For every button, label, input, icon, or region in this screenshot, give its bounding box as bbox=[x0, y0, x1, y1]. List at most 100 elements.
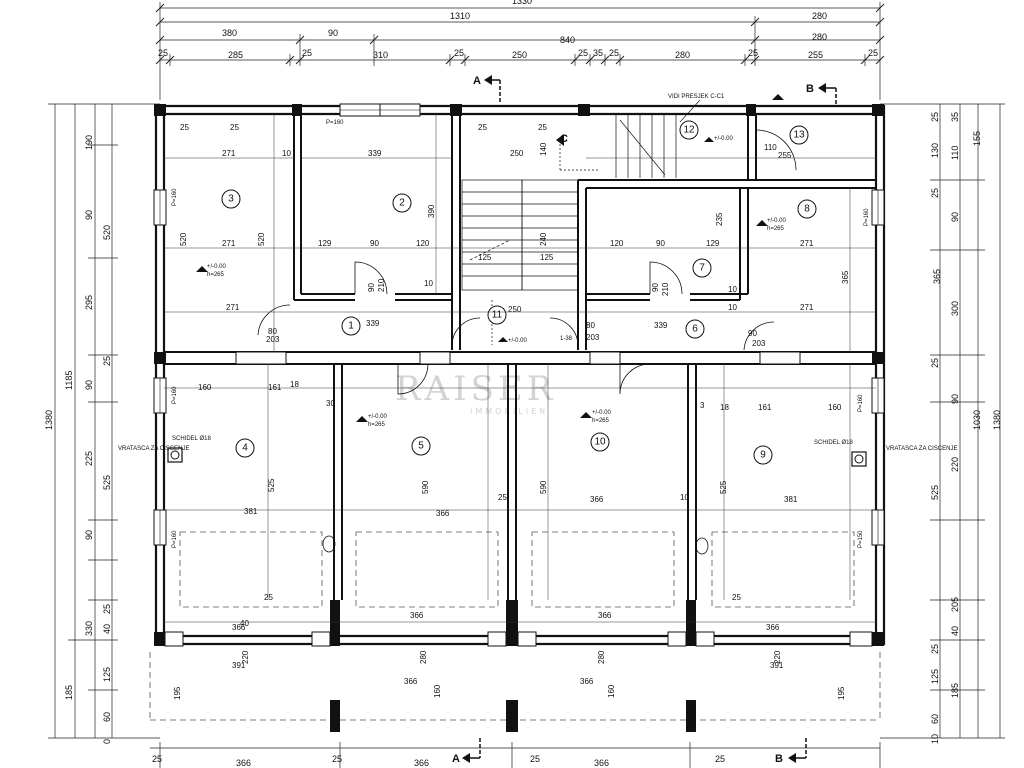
top-dimension-values: 1330 1310 280 380 90 840 280 25 285 25 3… bbox=[158, 0, 878, 60]
right-dimensions bbox=[880, 103, 1005, 739]
dim-bot-25d: 25 bbox=[715, 754, 725, 764]
dim-right-1380: 1380 bbox=[992, 410, 1002, 430]
room-numbers: 1 2 3 4 5 6 7 8 9 10 11 12 13 bbox=[228, 125, 810, 461]
dim-right-25a: 25 bbox=[930, 112, 940, 122]
lbl-r10-h: 590 bbox=[539, 480, 548, 494]
section-c-note: VIDI PRESJEK C-C1 bbox=[668, 94, 725, 100]
lbl-220b: 220 bbox=[773, 650, 782, 664]
level-marker-r3: +/-0.00 h=265 bbox=[196, 264, 227, 278]
lbl-160b: 160 bbox=[607, 684, 616, 698]
room-12-label: 12 bbox=[683, 125, 695, 136]
section-a-bottom-label: A bbox=[452, 753, 460, 765]
lbl-stair-250: 250 bbox=[510, 149, 524, 158]
dim-left-60: 60 bbox=[102, 712, 112, 722]
dim-right-1030: 1030 bbox=[972, 410, 982, 430]
section-b-bottom: B bbox=[775, 738, 807, 765]
lbl-366-bot-d: 366 bbox=[766, 623, 780, 632]
dim-right-525: 525 bbox=[930, 485, 940, 500]
dim-left-0: 0 bbox=[102, 739, 112, 744]
windows bbox=[153, 103, 885, 647]
lbl-r3-h: 520 bbox=[179, 232, 188, 246]
level-marker-r10: +/-0.00 h=265 bbox=[580, 410, 612, 424]
lbl-stair-140: 140 bbox=[539, 142, 548, 156]
dim-right-185: 185 bbox=[950, 683, 960, 698]
lbl-stair-125b: 125 bbox=[540, 253, 554, 262]
lvl-r10: +/-0.00 bbox=[592, 410, 612, 416]
interior-dim-lines bbox=[164, 114, 876, 623]
room-5-label: 5 bbox=[418, 441, 424, 452]
lbl-90b: 90 bbox=[367, 283, 376, 292]
lbl-stair-125a: 125 bbox=[478, 253, 492, 262]
level-marker-r8: +/-0.00 h=265 bbox=[756, 218, 787, 232]
room-11-label: 11 bbox=[492, 310, 503, 321]
lbl-80a: 80 bbox=[268, 327, 277, 336]
lbl-r5-w2: 366 bbox=[410, 611, 424, 620]
room-8-label: 8 bbox=[804, 204, 810, 215]
level-marker-stair: +/-0.00 1-38 bbox=[498, 336, 573, 344]
chimney-left-label: SCHIDEL Ø18 bbox=[172, 436, 211, 442]
dim-right-10: 10 bbox=[930, 734, 940, 744]
win-tag-f: P=160 bbox=[858, 394, 864, 412]
dim-310: 310 bbox=[373, 50, 388, 60]
dim-280c: 280 bbox=[675, 50, 690, 60]
dim-280b: 280 bbox=[812, 32, 827, 42]
lbl-r9-h: 525 bbox=[719, 480, 728, 494]
lvl-stair-note: 1-38 bbox=[560, 336, 573, 342]
dim-right-300: 300 bbox=[950, 301, 960, 316]
win-tag-e: P=150 bbox=[858, 530, 864, 548]
watermark: RAISER IMMOBILIEN bbox=[395, 369, 552, 416]
dim-35: 35 bbox=[593, 48, 603, 58]
lbl-18b: 18 bbox=[720, 403, 729, 412]
dim-right-130: 130 bbox=[930, 143, 940, 158]
lbl-r3-h2: 520 bbox=[257, 232, 266, 246]
top-dimension-ticks bbox=[155, 3, 885, 65]
lbl-366-bot-c: 366 bbox=[580, 677, 594, 686]
chimney-right: SCHIDEL Ø18 VRATASCA ZA CISCENJE bbox=[814, 440, 957, 467]
section-a-bottom: A bbox=[452, 738, 481, 765]
interior-labels: 271 271 271 520 520 339 390 129 90 120 3… bbox=[173, 123, 850, 700]
chimney-right-label: SCHIDEL Ø18 bbox=[814, 440, 853, 446]
dim-left-125: 125 bbox=[102, 667, 112, 682]
dim-right-25b: 25 bbox=[930, 188, 940, 198]
lvl-r3: +/-0.00 bbox=[207, 264, 227, 270]
dim-right-155: 155 bbox=[972, 131, 982, 146]
lbl-r2-w: 339 bbox=[368, 149, 382, 158]
lbl-10-r3: 10 bbox=[282, 149, 291, 158]
dim-right-60: 60 bbox=[930, 714, 940, 724]
room-3-label: 3 bbox=[228, 194, 234, 205]
lvl-r12: +/-0.00 bbox=[714, 136, 734, 142]
lbl-30a: 30 bbox=[326, 399, 335, 408]
dim-255: 255 bbox=[808, 50, 823, 60]
lvl-r8: +/-0.00 bbox=[767, 218, 787, 224]
dim-right-365: 365 bbox=[932, 269, 942, 284]
room-markers bbox=[221, 120, 817, 465]
lbl-r7-b3: 129 bbox=[706, 239, 720, 248]
dim-left-25b: 25 bbox=[102, 604, 112, 614]
room-6-label: 6 bbox=[692, 324, 698, 335]
bottom-dimension-values: 25 366 25 366 25 366 25 bbox=[152, 754, 725, 768]
dim-left-40: 40 bbox=[102, 624, 112, 634]
dim-25b: 25 bbox=[302, 48, 312, 58]
lvl-r10-h: h=265 bbox=[592, 418, 610, 424]
parking-posts bbox=[330, 700, 696, 732]
lbl-210b: 210 bbox=[661, 282, 670, 296]
dim-left-185: 185 bbox=[64, 685, 74, 700]
section-b-top: B bbox=[806, 83, 837, 104]
lbl-r7-b1: 120 bbox=[610, 239, 624, 248]
dim-left-525: 525 bbox=[102, 475, 112, 490]
dim-right-90b: 90 bbox=[950, 394, 960, 404]
window-glazing-lines bbox=[159, 109, 879, 545]
window-tags: P=160 P=160 P=160 P=160 P=150 P=160 P=16… bbox=[172, 120, 870, 548]
lvl-r8-h: h=265 bbox=[767, 226, 785, 232]
dim-left-1185: 1185 bbox=[64, 371, 74, 390]
lbl-25-st: 25 bbox=[478, 123, 487, 132]
dim-right-90a: 90 bbox=[950, 212, 960, 222]
section-c-label: C bbox=[560, 133, 568, 145]
dim-left-330: 330 bbox=[84, 621, 94, 636]
dim-left-90c: 90 bbox=[84, 530, 94, 540]
lbl-195a: 195 bbox=[173, 686, 182, 700]
lbl-r2-b3: 120 bbox=[416, 239, 430, 248]
lbl-10-r2: 10 bbox=[424, 279, 433, 288]
vent-left-label: VRATASCA ZA CISCENJE bbox=[118, 446, 189, 452]
